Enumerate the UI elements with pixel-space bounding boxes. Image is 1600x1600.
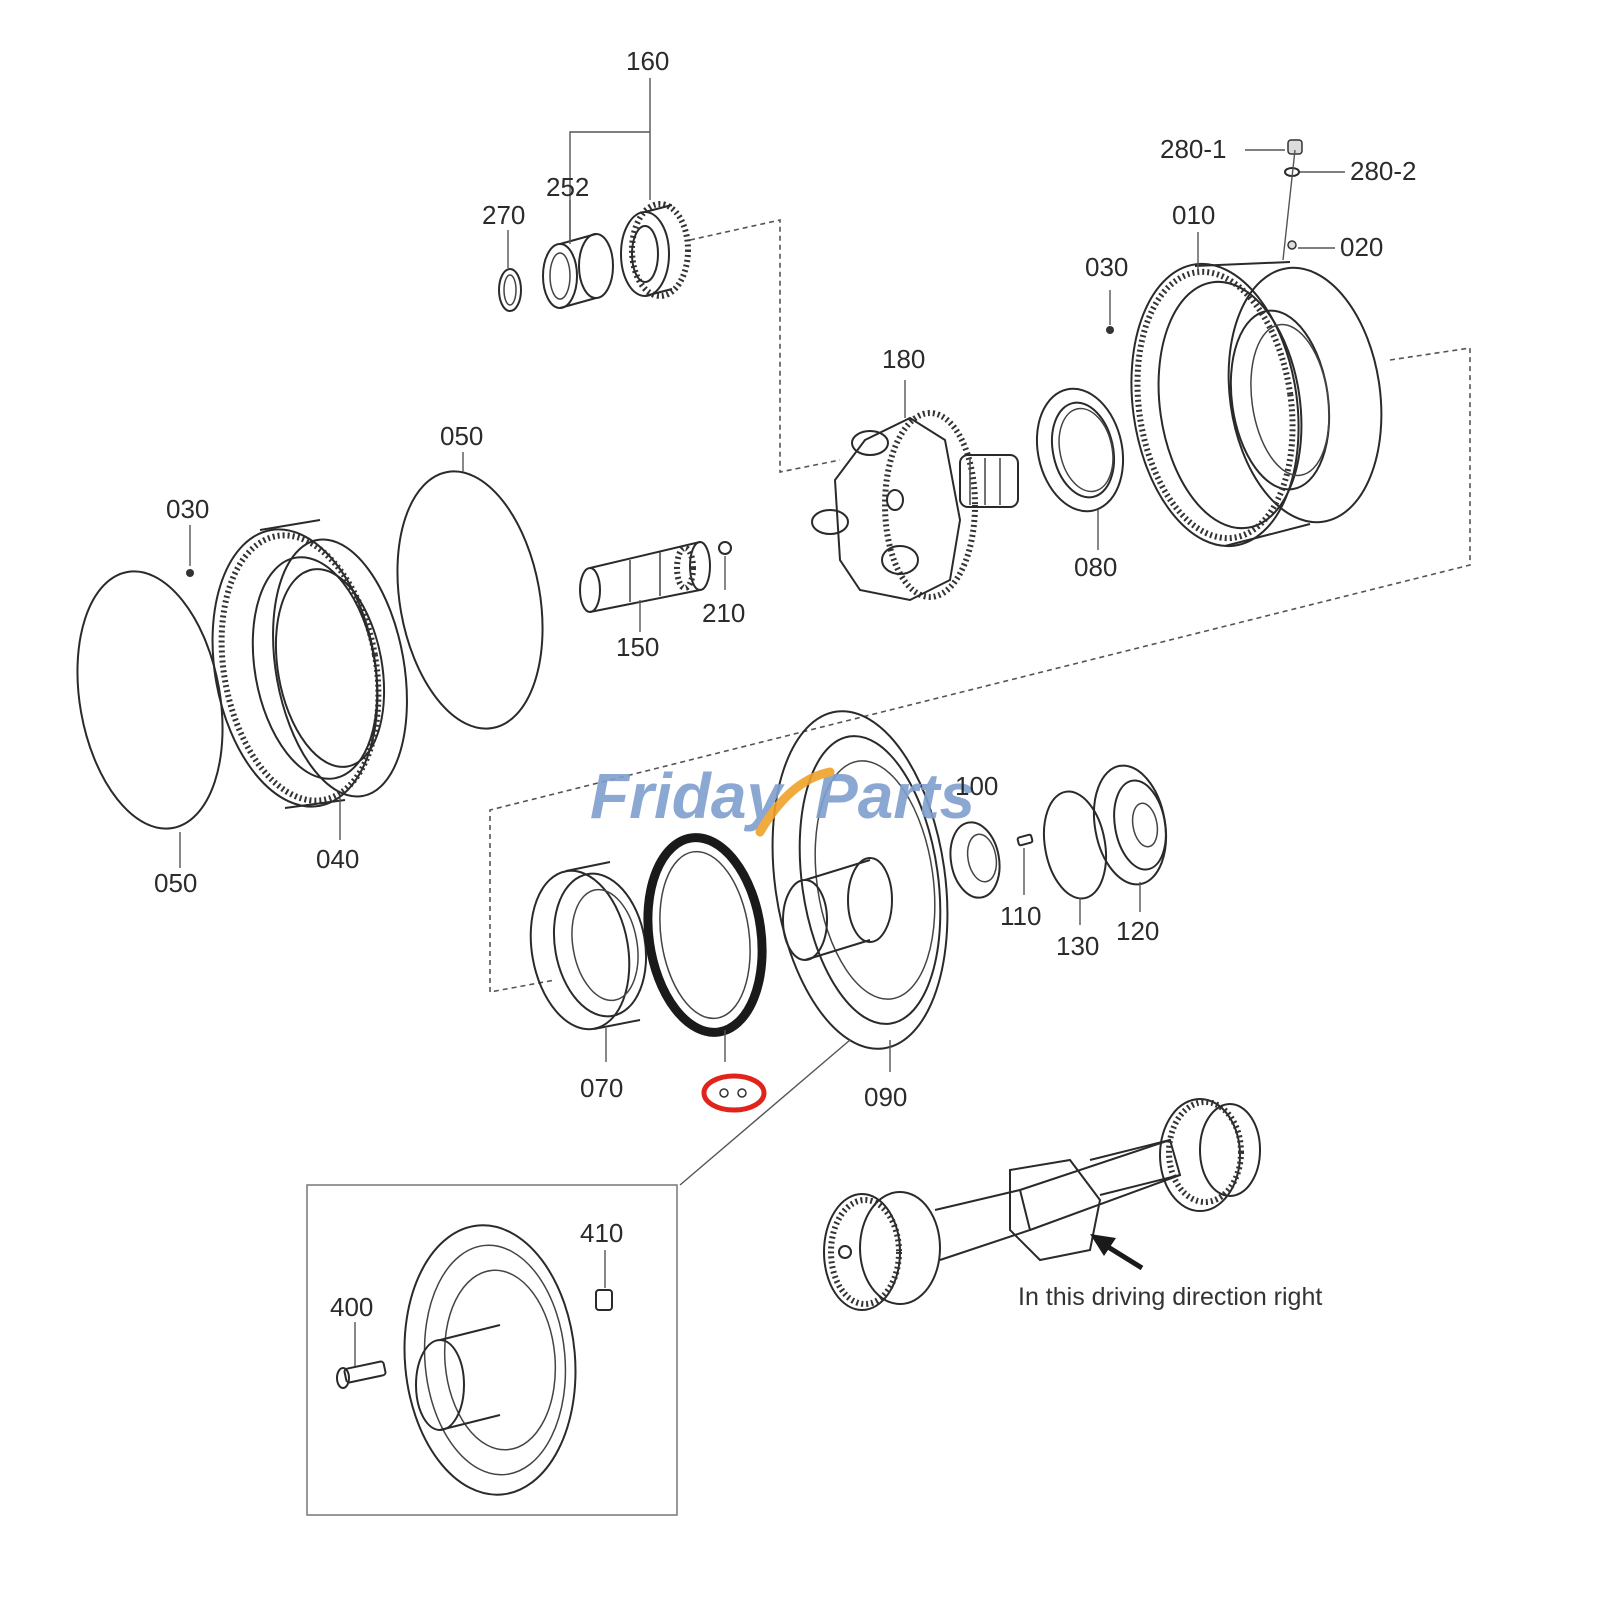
label-020: 020 bbox=[1340, 232, 1383, 262]
bearing-070 bbox=[529, 861, 648, 1031]
label-280-1: 280-1 bbox=[1160, 134, 1227, 164]
leader-160-bracket bbox=[569, 78, 651, 240]
direction-arrow-icon bbox=[1090, 1234, 1144, 1271]
label-130: 130 bbox=[1056, 931, 1099, 961]
label-280-2: 280-2 bbox=[1350, 156, 1417, 186]
highlight-marker bbox=[701, 1073, 767, 1113]
screw-030-left bbox=[186, 569, 194, 577]
screw-030-top bbox=[1106, 326, 1114, 334]
watermark-text-2: Parts bbox=[815, 760, 975, 832]
label-090: 090 bbox=[864, 1082, 907, 1112]
label-040: 040 bbox=[316, 844, 359, 874]
label-050-top: 050 bbox=[440, 421, 483, 451]
bolt-400 bbox=[336, 1360, 387, 1389]
o-ring-050-top bbox=[396, 470, 544, 730]
detail-box bbox=[306, 1184, 678, 1516]
bushing-252 bbox=[542, 233, 614, 309]
label-410: 410 bbox=[580, 1218, 623, 1248]
bearing-080 bbox=[1035, 387, 1125, 513]
axle-overview-illustration bbox=[823, 1098, 1261, 1311]
o-ring-050-bottom bbox=[76, 570, 224, 830]
circlip-130 bbox=[1043, 790, 1107, 900]
watermark-swoosh bbox=[755, 767, 835, 837]
nut-410 bbox=[595, 1289, 613, 1311]
label-120: 120 bbox=[1116, 916, 1159, 946]
gear-160 bbox=[620, 201, 691, 299]
label-110: 110 bbox=[1000, 901, 1041, 931]
label-150: 150 bbox=[616, 632, 659, 662]
watermark-logo: Friday Parts bbox=[590, 760, 975, 837]
label-252: 252 bbox=[546, 172, 589, 202]
wheel-hub-090 bbox=[771, 710, 949, 1050]
cover-120 bbox=[1092, 764, 1168, 886]
label-030-top: 030 bbox=[1085, 252, 1128, 282]
label-210: 210 bbox=[702, 598, 745, 628]
label-030-left: 030 bbox=[166, 494, 209, 524]
assembly-guide-top bbox=[689, 219, 841, 473]
ball-210 bbox=[718, 541, 732, 555]
label-100: 100 bbox=[955, 771, 998, 801]
ring-gear-040 bbox=[211, 519, 408, 809]
label-160: 160 bbox=[626, 46, 669, 76]
label-400: 400 bbox=[330, 1292, 373, 1322]
detail-hub bbox=[403, 1224, 577, 1496]
axis-280 bbox=[1282, 149, 1296, 261]
pin-020 bbox=[1287, 240, 1297, 250]
housing-010 bbox=[1130, 261, 1383, 548]
planet-carrier-180 bbox=[811, 410, 1019, 602]
pin-110 bbox=[1016, 833, 1034, 847]
label-180: 180 bbox=[882, 344, 925, 374]
assembly-guide-right bbox=[489, 347, 1471, 993]
label-050-bottom: 050 bbox=[154, 868, 197, 898]
label-080: 080 bbox=[1074, 552, 1117, 582]
detail-leader bbox=[679, 1039, 851, 1186]
watermark-text-1: Friday bbox=[590, 760, 785, 832]
bearing-100 bbox=[949, 821, 1001, 899]
label-270: 270 bbox=[482, 200, 525, 230]
label-070: 070 bbox=[580, 1073, 623, 1103]
shaft-150 bbox=[579, 541, 711, 613]
seal-ring-highlighted bbox=[643, 833, 767, 1037]
snap-ring-270 bbox=[498, 268, 522, 312]
label-010: 010 bbox=[1172, 200, 1215, 230]
driving-direction-caption: In this driving direction right bbox=[1018, 1283, 1322, 1311]
